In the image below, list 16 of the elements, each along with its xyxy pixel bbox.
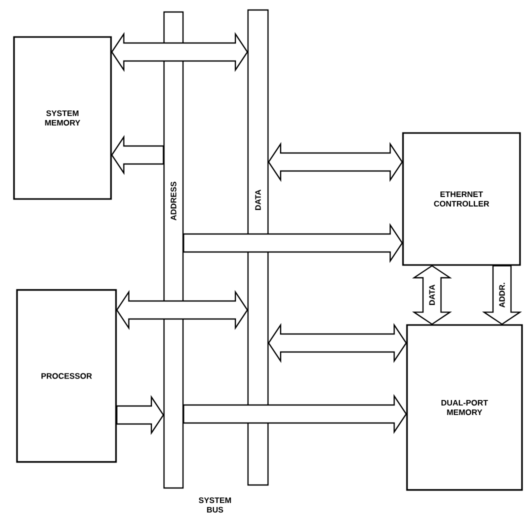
edge-label: DATA — [428, 283, 436, 306]
bus-arrow — [116, 290, 248, 330]
bus-arrow — [183, 223, 403, 263]
block-box: PROCESSOR — [16, 289, 117, 463]
caption-text: SYSTEM BUS — [198, 497, 231, 513]
bus-band: DATA — [247, 9, 269, 486]
block-box: DUAL-PORT MEMORY — [406, 324, 523, 491]
bus-arrow — [111, 135, 164, 175]
bus-arrow — [268, 323, 407, 363]
bus-arrow — [183, 394, 407, 434]
block-box: ETHERNET CONTROLLER — [402, 132, 521, 266]
bus-arrow — [111, 32, 248, 72]
bus-arrow — [268, 142, 403, 182]
bus-band: ADDRESS — [163, 11, 184, 489]
bus-arrow — [116, 395, 164, 435]
block-box: SYSTEM MEMORY — [13, 36, 112, 200]
